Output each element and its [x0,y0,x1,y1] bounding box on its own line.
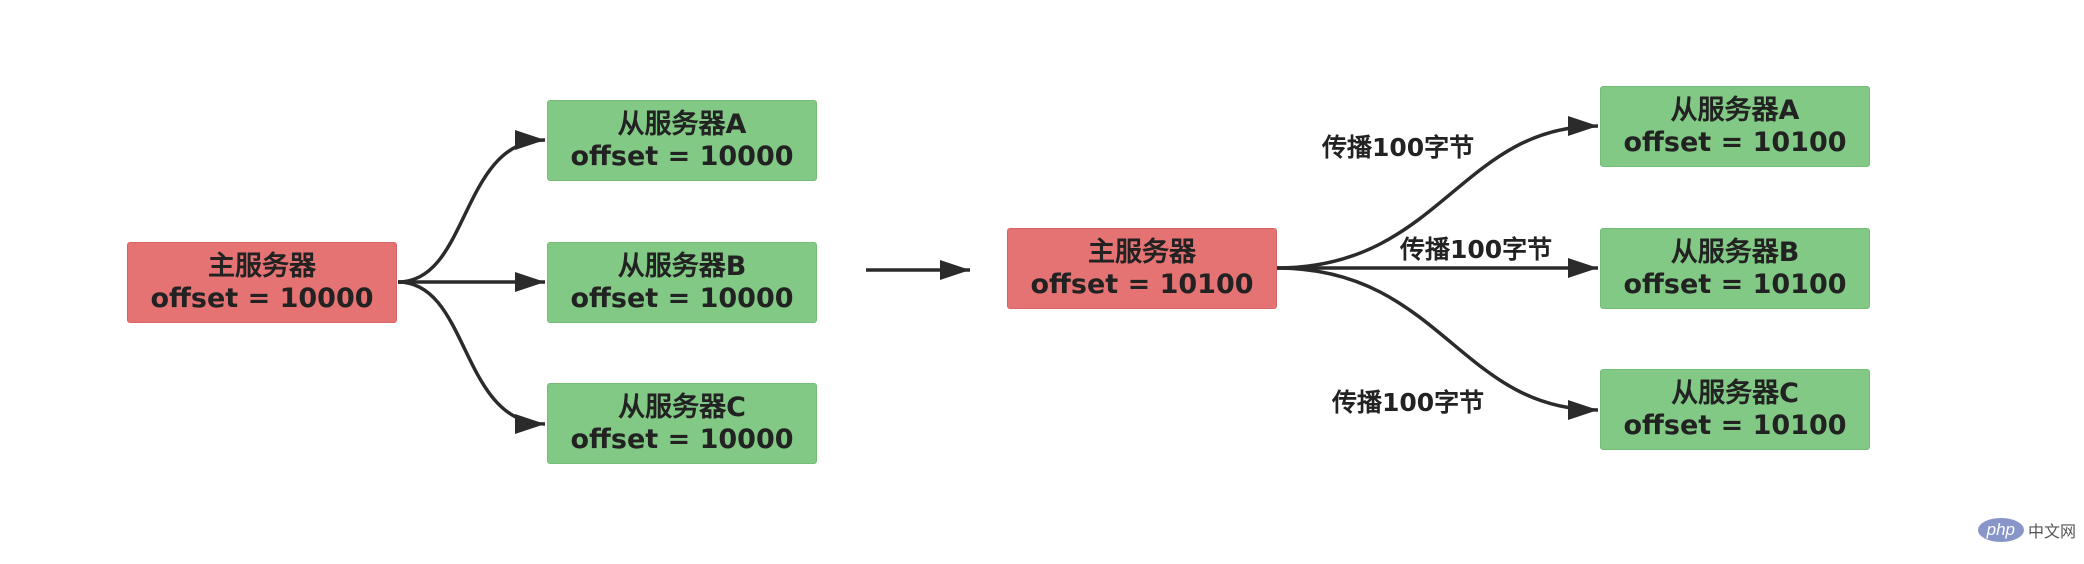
left-slave-a-name: 从服务器A [617,108,747,140]
right-slave-c-node: 从服务器C offset = 10100 [1600,369,1870,450]
left-slave-b-name: 从服务器B [617,250,747,282]
php-logo: php [1977,518,2024,542]
watermark-text: 中文网 [2027,524,2076,541]
right-slave-b-name: 从服务器B [1670,236,1800,268]
edge-label-to-slave-b: 传播100字节 [1400,235,1553,264]
right-master-node: 主服务器 offset = 10100 [1007,228,1277,309]
left-slave-c-offset: offset = 10000 [570,423,794,455]
left-slave-a-offset: offset = 10000 [570,140,794,172]
right-slave-a-name: 从服务器A [1670,94,1800,126]
left-master-node: 主服务器 offset = 10000 [127,242,397,323]
edge-label-to-slave-a: 传播100字节 [1322,133,1475,162]
left-slave-c-name: 从服务器C [618,391,746,423]
arrow-right-master-to-slave-c [1276,266,1599,420]
right-slave-c-name: 从服务器C [1671,377,1799,409]
right-slave-b-node: 从服务器B offset = 10100 [1600,228,1870,309]
right-slave-b-offset: offset = 10100 [1623,268,1847,300]
right-slave-a-node: 从服务器A offset = 10100 [1600,86,1870,167]
site-watermark: php 中文网 [1977,518,2076,542]
arrow-right-master-to-slave-a [1276,116,1599,270]
left-master-name: 主服务器 [208,250,316,282]
arrow-left-master-to-slave-a [397,130,546,284]
arrow-left-master-to-slave-c [397,280,546,434]
right-slave-a-offset: offset = 10100 [1623,126,1847,158]
left-master-offset: offset = 10000 [150,282,374,314]
right-slave-c-offset: offset = 10100 [1623,409,1847,441]
edge-label-to-slave-c: 传播100字节 [1332,388,1485,417]
left-slave-c-node: 从服务器C offset = 10000 [547,383,817,464]
left-slave-b-node: 从服务器B offset = 10000 [547,242,817,323]
right-master-name: 主服务器 [1088,236,1196,268]
right-master-offset: offset = 10100 [1030,268,1254,300]
left-slave-b-offset: offset = 10000 [570,282,794,314]
left-slave-a-node: 从服务器A offset = 10000 [547,100,817,181]
